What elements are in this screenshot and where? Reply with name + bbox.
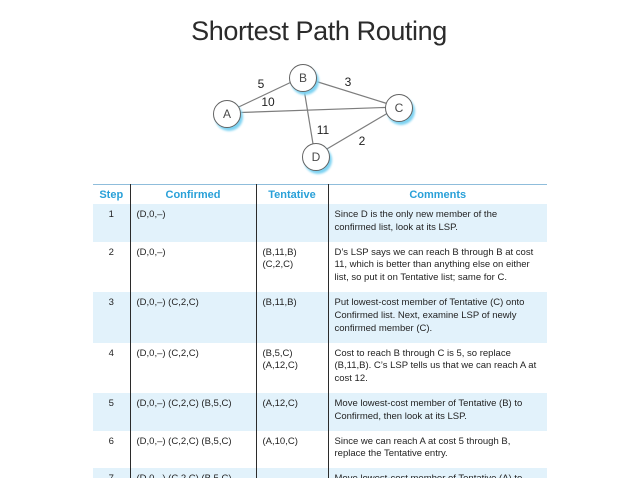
network-diagram: A B C D 5 10 3 11 2	[0, 55, 638, 185]
graph-node-c: C	[385, 94, 413, 122]
page-title: Shortest Path Routing	[191, 16, 447, 46]
cell-step: 7	[93, 468, 130, 478]
edge-weight-b-d: 11	[316, 123, 330, 137]
graph-node-d: D	[302, 143, 330, 171]
cell-comments: D’s LSP says we can reach B through B at…	[327, 241, 547, 293]
cell-confirmed: (D,0,–) (C,2,C)	[129, 342, 256, 393]
edge-weight-b-c: 3	[344, 75, 352, 89]
node-d-label: D	[311, 150, 321, 164]
table-header-row: Step Confirmed Tentative Comments	[93, 184, 547, 204]
table-row: 4 (D,0,–) (C,2,C) (B,5,C) (A,12,C) Cost …	[93, 342, 547, 393]
cell-step: 1	[108, 209, 114, 220]
node-b-label: B	[298, 71, 307, 85]
col-header-tentative: Tentative	[255, 184, 328, 204]
cell-confirmed: (D,0,–) (C,2,C) (B,5,C)	[129, 392, 256, 431]
cell-step: 2	[108, 246, 114, 258]
cell-confirmed: (D,0,–) (C,2,C) (B,5,C)	[129, 430, 256, 469]
table-row: 7 (D,0,–) (C,2,C) (B,5,C) (A,10,C) Move …	[93, 468, 547, 478]
col-header-confirmed: Confirmed	[129, 184, 256, 204]
cell-tentative: (B,5,C) (A,12,C)	[255, 342, 328, 393]
table-row: 3 (D,0,–) (C,2,C) (B,11,B) Put lowest-co…	[93, 292, 547, 343]
routing-table: Step Confirmed Tentative Comments 1 (D,0…	[93, 184, 547, 478]
cell-tentative: (B,11,B)	[255, 292, 328, 343]
cell-confirmed: (D,0,–) (C,2,C) (B,5,C) (A,10,C)	[129, 468, 256, 478]
edge-a-c	[225, 106, 399, 114]
cell-step: 6	[108, 435, 114, 447]
col-header-step: Step	[99, 189, 124, 201]
edge-b-c	[301, 76, 399, 108]
node-c-label: C	[394, 101, 404, 115]
cell-confirmed: (D,0,–)	[129, 241, 256, 293]
cell-tentative: (B,11,B) (C,2,C)	[255, 241, 328, 293]
edge-c-d	[314, 106, 399, 157]
cell-comments: Put lowest-cost member of Tentative (C) …	[327, 292, 547, 343]
edge-weight-a-b: 5	[257, 77, 265, 91]
table-row: 6 (D,0,–) (C,2,C) (B,5,C) (A,10,C) Since…	[93, 430, 547, 469]
cell-tentative: (A,10,C)	[255, 430, 328, 469]
cell-tentative: (A,12,C)	[255, 392, 328, 431]
cell-step: 4	[108, 347, 114, 359]
table-row: 2 (D,0,–) (B,11,B) (C,2,C) D’s LSP says …	[93, 241, 547, 293]
cell-comments: Move lowest-cost member of Tentative (B)…	[327, 392, 547, 431]
cell-comments: Cost to reach B through C is 5, so repla…	[327, 342, 547, 393]
cell-tentative	[255, 204, 328, 242]
cell-confirmed: (D,0,–)	[129, 204, 256, 242]
col-header-comments: Comments	[327, 184, 547, 204]
cell-comments: Since D is the only new member of the co…	[327, 204, 547, 242]
cell-confirmed: (D,0,–) (C,2,C)	[129, 292, 256, 343]
cell-step: 3	[108, 297, 114, 309]
node-a-label: A	[222, 107, 231, 121]
edge-weight-a-c: 10	[261, 95, 275, 109]
graph-node-a: A	[213, 100, 241, 128]
cell-tentative	[255, 468, 328, 478]
cell-comments: Since we can reach A at cost 5 through B…	[327, 430, 547, 469]
table-row: 1 (D,0,–) Since D is the only new member…	[93, 204, 547, 242]
table-row: 5 (D,0,–) (C,2,C) (B,5,C) (A,12,C) Move …	[93, 392, 547, 431]
cell-comments: Move lowest-cost member of Tentative (A)…	[327, 468, 547, 478]
graph-node-b: B	[289, 64, 317, 92]
cell-step: 5	[108, 397, 114, 409]
edge-weight-c-d: 2	[358, 134, 366, 148]
